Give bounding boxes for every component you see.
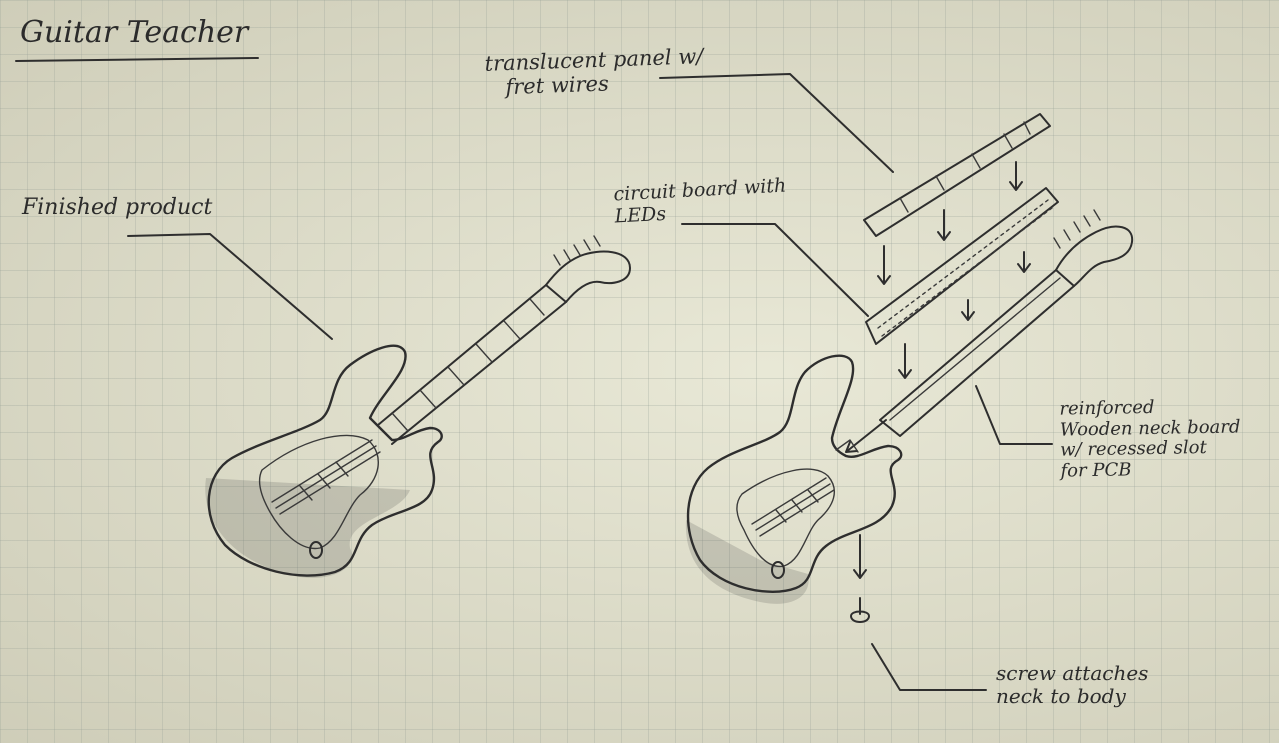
circuit-leader-line [681, 223, 869, 317]
screw-icon [850, 597, 870, 623]
finished-leader-line [127, 233, 333, 340]
screw-arrow [853, 534, 867, 579]
finished-guitar-drawing [127, 233, 631, 578]
finished-guitar-body [207, 344, 443, 577]
label-finished-product: Finished product [22, 195, 213, 220]
circuit-board [865, 187, 1059, 345]
finished-guitar-neck [377, 284, 567, 445]
label-translucent-panel: translucent panel w/ fret wires [484, 44, 704, 100]
label-circuit-board: circuit board with LEDs [612, 174, 787, 228]
panel-leader-line [659, 73, 894, 173]
translucent-panel [863, 113, 1051, 237]
exploded-guitar-body [686, 354, 903, 593]
page-title: Guitar Teacher [20, 15, 249, 50]
label-neck-board: reinforced Wooden neck board w/ recessed… [1059, 396, 1241, 482]
screw-leader-line [871, 643, 987, 691]
label-screw: screw attaches neck to body [996, 661, 1149, 708]
title-underline [15, 57, 259, 62]
wooden-neck-board [879, 269, 1075, 437]
exploded-guitar-drawing [659, 73, 1134, 691]
finished-guitar-headstock [545, 250, 631, 303]
neck-leader-line [975, 385, 1053, 445]
